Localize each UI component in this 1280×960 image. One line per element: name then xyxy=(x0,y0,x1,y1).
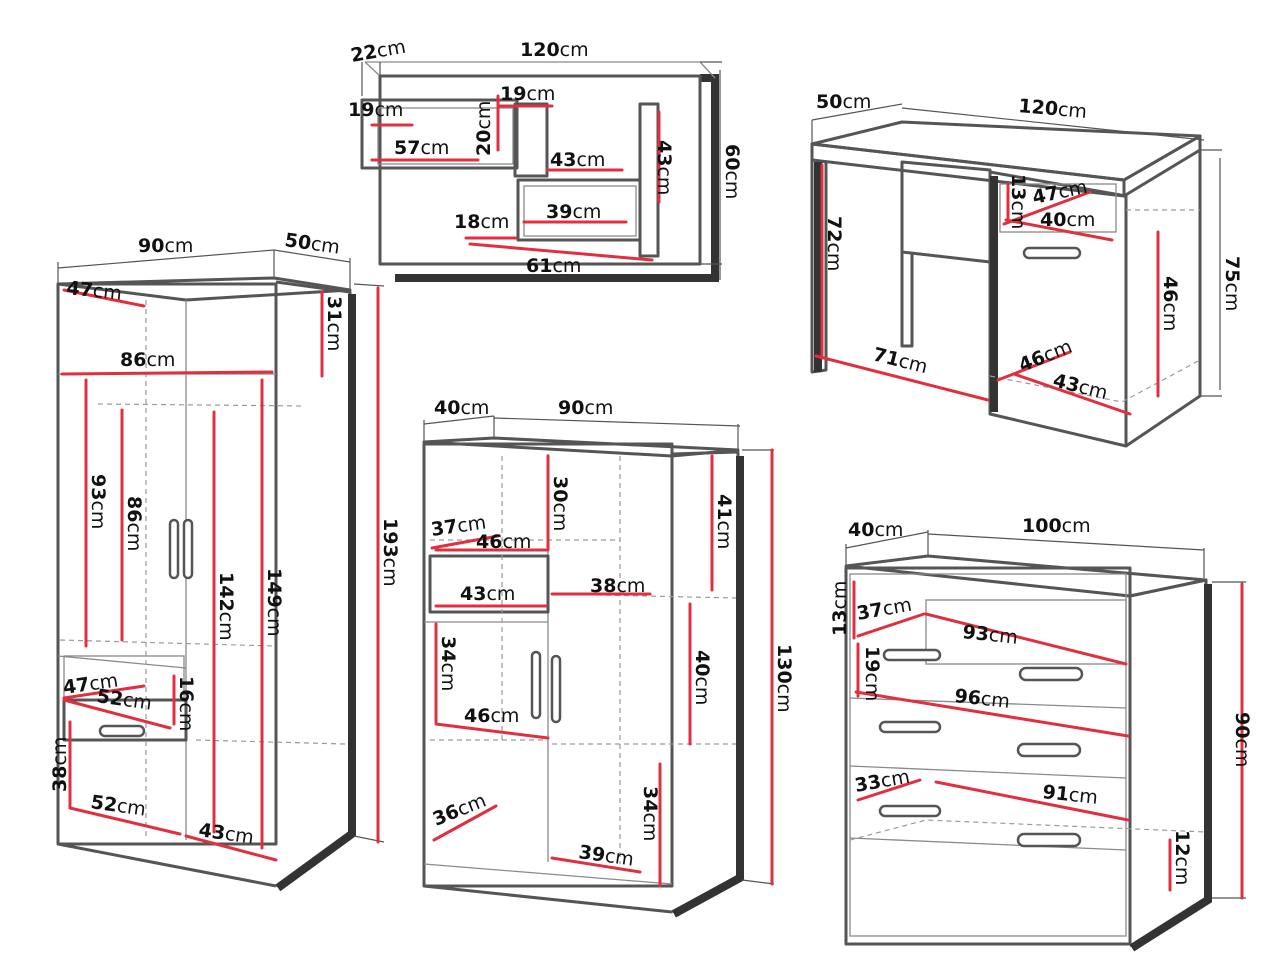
label-ward-38: 38cm xyxy=(49,737,71,792)
label-dr-depth: 40cm xyxy=(848,519,903,541)
label-dr-width: 100cm xyxy=(1022,515,1091,537)
label-dr-37: 37cm xyxy=(855,594,913,625)
label-dr-93: 93cm xyxy=(961,621,1018,649)
label-shelf-20: 20cm xyxy=(473,101,495,156)
chest-of-drawers xyxy=(844,530,1246,952)
label-ward-width: 90cm xyxy=(138,235,193,257)
label-desk-depth: 50cm xyxy=(816,91,871,113)
label-desk-43: 43cm xyxy=(1051,370,1110,405)
label-ward-52b: 52cm xyxy=(89,791,147,820)
label-ward-47a: 47cm xyxy=(65,277,122,305)
dimension-labels: 22cm 120cm 19cm 19cm 20cm 57cm 43cm 43cm… xyxy=(49,36,1253,886)
label-shelf-width: 120cm xyxy=(520,39,589,61)
label-dr-12: 12cm xyxy=(1171,830,1193,885)
label-desk-75: 75cm xyxy=(1221,256,1243,311)
label-desk-46a: 46cm xyxy=(1159,276,1181,331)
label-dr-96: 96cm xyxy=(953,685,1010,713)
chest-of-drawers-dimensions xyxy=(852,580,1244,900)
label-shelf-43b: 43cm xyxy=(653,140,675,195)
desk-dimensions xyxy=(814,163,1160,416)
label-cab-37: 37cm xyxy=(430,511,488,540)
label-desk-13: 13cm xyxy=(1007,174,1029,229)
tall-cabinet xyxy=(422,415,775,918)
label-desk-72: 72cm xyxy=(823,216,845,271)
label-cab-46b: 46cm xyxy=(464,705,519,727)
label-cab-38: 38cm xyxy=(590,575,645,597)
label-ward-86b: 86cm xyxy=(123,496,145,551)
label-ward-193: 193cm xyxy=(379,518,401,587)
label-shelf-57: 57cm xyxy=(394,137,449,159)
label-shelf-39: 39cm xyxy=(546,201,601,223)
desk xyxy=(810,103,1222,448)
wardrobe-dimensions xyxy=(60,286,380,862)
label-cab-39: 39cm xyxy=(577,841,635,870)
label-shelf-19a: 19cm xyxy=(348,99,403,121)
label-cab-41: 41cm xyxy=(713,494,735,549)
label-ward-43: 43cm xyxy=(197,819,255,848)
label-cab-43: 43cm xyxy=(460,583,515,605)
label-shelf-60: 60cm xyxy=(721,144,743,199)
label-ward-149: 149cm xyxy=(263,568,285,637)
label-shelf-61: 61cm xyxy=(526,255,581,277)
label-dr-91: 91cm xyxy=(1041,781,1098,809)
label-ward-depth: 50cm xyxy=(283,229,341,258)
tall-cabinet-dimensions xyxy=(430,448,774,888)
label-shelf-19b: 19cm xyxy=(500,83,555,105)
label-cab-width: 90cm xyxy=(558,397,613,419)
label-desk-width: 120cm xyxy=(1018,95,1088,123)
label-cab-46a: 46cm xyxy=(476,531,531,553)
label-cab-depth: 40cm xyxy=(434,397,489,419)
label-shelf-43a: 43cm xyxy=(550,149,605,171)
label-cab-130: 130cm xyxy=(773,644,795,713)
label-ward-31: 31cm xyxy=(323,296,345,351)
label-dr-19: 19cm xyxy=(861,646,883,701)
label-desk-40: 40cm xyxy=(1040,209,1095,231)
label-shelf-depth: 22cm xyxy=(349,36,407,67)
label-shelf-18: 18cm xyxy=(454,211,509,233)
label-ward-93: 93cm xyxy=(87,474,109,529)
label-cab-34a: 34cm xyxy=(437,636,459,691)
label-cab-40b: 40cm xyxy=(691,650,713,705)
label-ward-52a: 52cm xyxy=(95,685,153,714)
label-dr-33: 33cm xyxy=(853,766,911,797)
label-dr-13: 13cm xyxy=(829,581,851,636)
wall-shelf-dimensions xyxy=(370,94,661,262)
wardrobe xyxy=(56,249,385,892)
label-cab-34b: 34cm xyxy=(639,786,661,841)
label-desk-46b: 46cm xyxy=(1016,335,1076,376)
label-ward-47b: 47cm xyxy=(62,669,120,698)
label-dr-90: 90cm xyxy=(1231,712,1253,767)
label-ward-86a: 86cm xyxy=(120,349,175,371)
label-ward-142: 142cm xyxy=(215,572,237,641)
label-cab-30: 30cm xyxy=(549,476,571,531)
label-ward-16: 16cm xyxy=(175,676,197,731)
label-desk-47: 47cm xyxy=(1030,176,1089,209)
